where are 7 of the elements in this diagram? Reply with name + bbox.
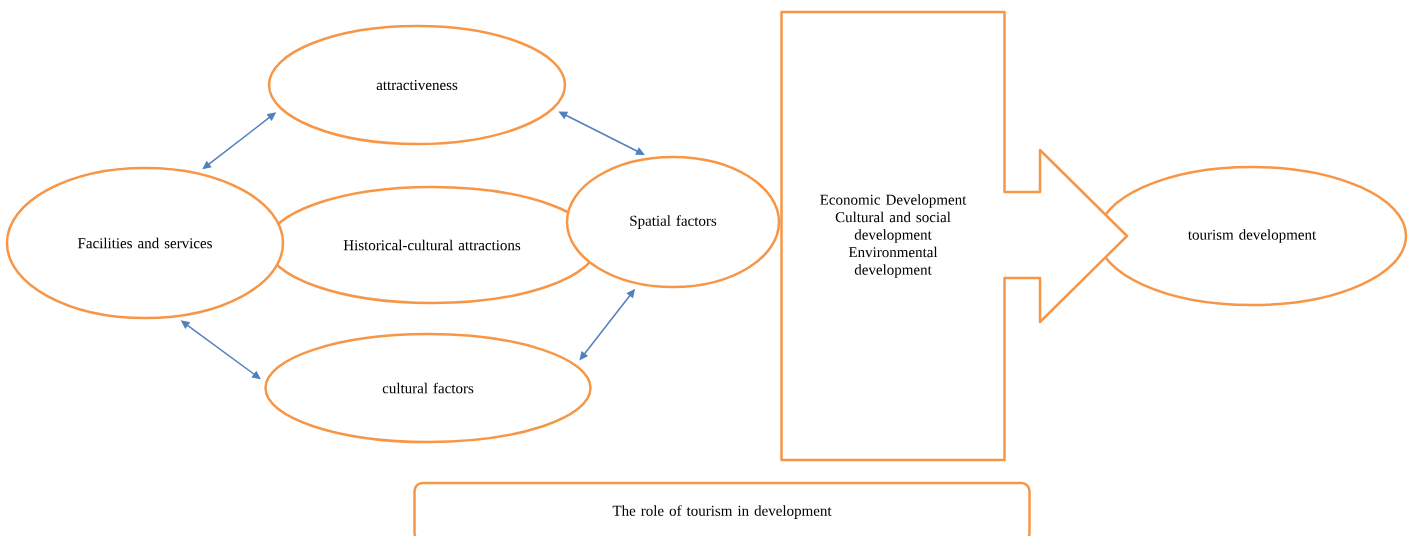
ellipse-node: Facilities and services: [5, 166, 285, 320]
caption-box: The role of tourism in development: [413, 481, 1031, 536]
ellipse-node: Historical-cultural attractions: [265, 185, 599, 305]
ellipse-node: cultural factors: [264, 332, 592, 444]
ellipse-node: tourism development: [1096, 165, 1408, 307]
ellipse-node: attractiveness: [267, 24, 567, 146]
ellipse-node: Spatial factors: [565, 155, 781, 289]
